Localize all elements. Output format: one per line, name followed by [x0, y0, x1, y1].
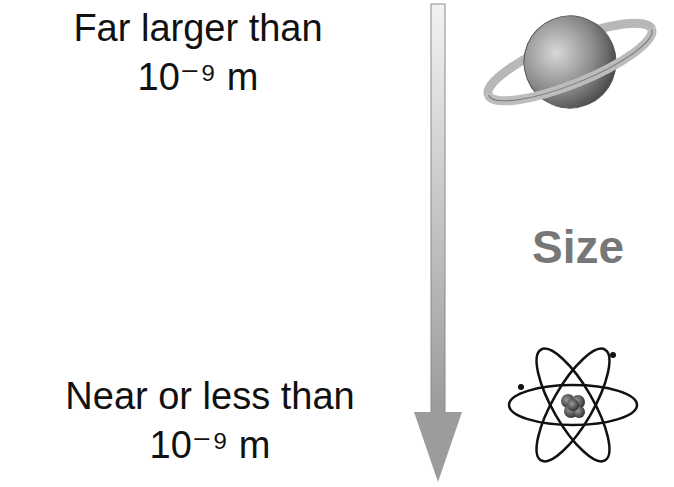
saturn-icon	[471, 0, 669, 138]
axis-label: Size	[488, 218, 668, 278]
scale-label: Near or less than 10⁻⁹ m	[25, 372, 395, 471]
size-arrow	[414, 4, 462, 482]
atom-icon	[509, 340, 637, 471]
scale-label: Far larger than 10⁻⁹ m	[38, 4, 358, 103]
